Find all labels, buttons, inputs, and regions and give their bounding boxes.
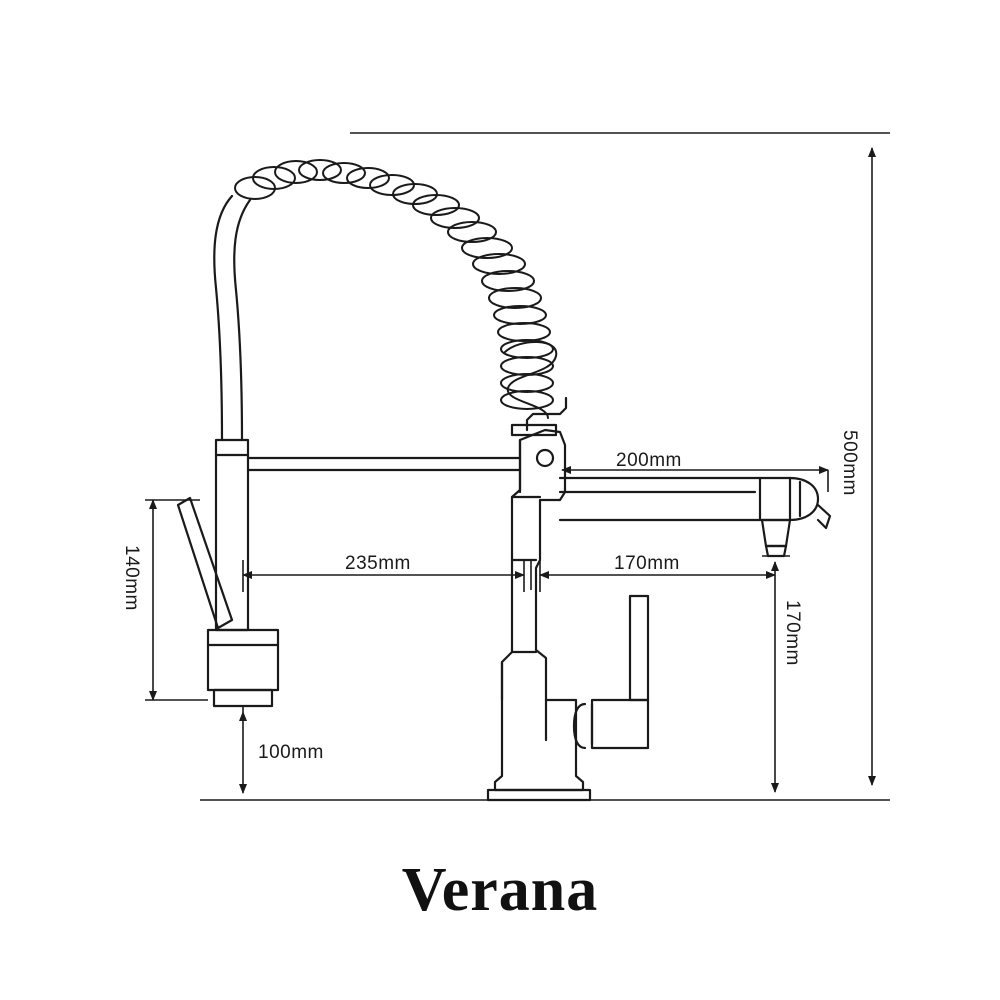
dimension-label-side-spray-base-height: 100mm [258,742,324,763]
dimension-label-center-to-side-spray: 235mm [345,553,411,574]
dimension-lines [145,132,890,801]
dimension-label-spout-reach-lower: 170mm [614,553,680,574]
dimension-label-spout-reach-upper: 200mm [616,450,682,471]
brand-name: Verana [401,856,599,924]
dimension-label-overall-height: 500mm [839,430,860,496]
dimension-label-side-handle-height: 140mm [121,545,142,611]
faucet-outline [176,159,832,802]
dimension-label-spout-height: 170mm [782,600,803,666]
